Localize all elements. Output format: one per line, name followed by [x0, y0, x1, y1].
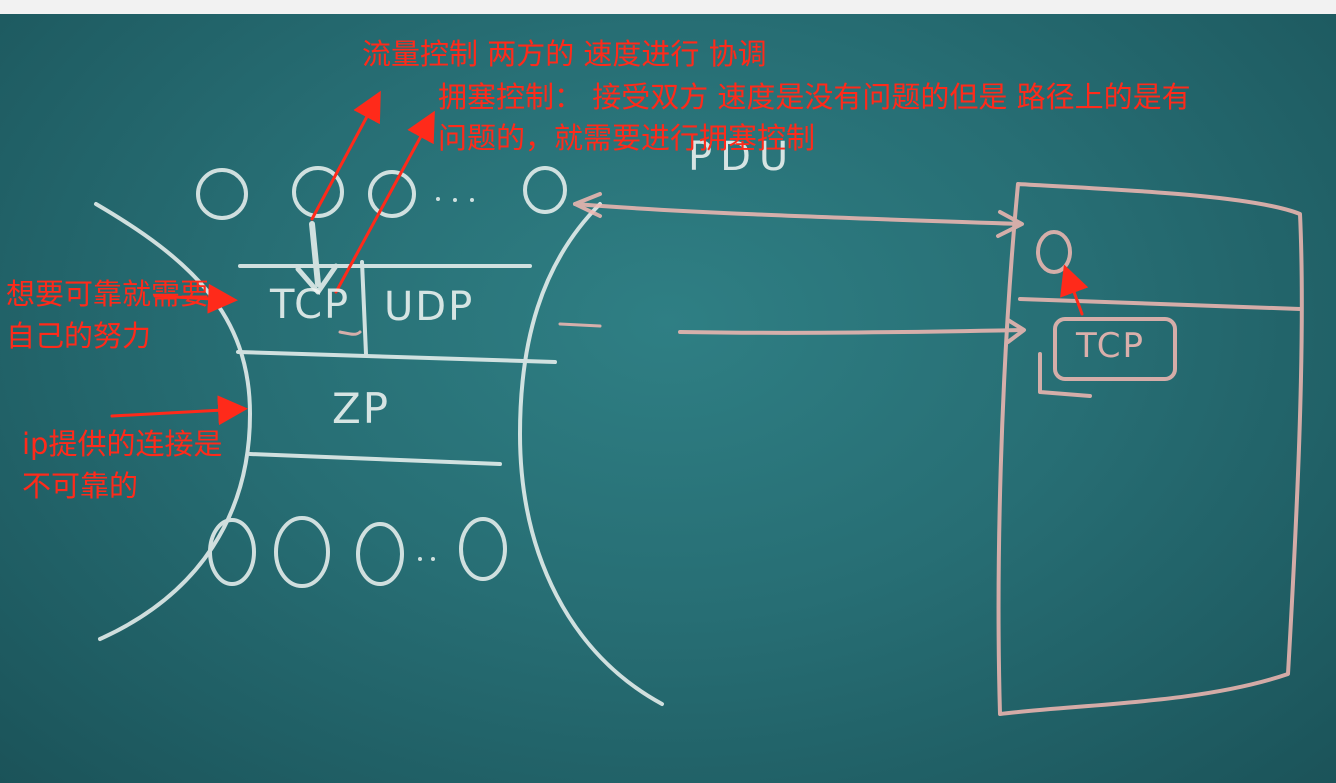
congestion-control-note-line1: 拥塞控制： 接受双方 速度是没有问题的但是 路径上的是有 [438, 80, 1191, 114]
reliable-note-line2: 自己的努力 [6, 319, 152, 353]
red-arrow-ip [110, 395, 248, 426]
left-curve [94, 202, 252, 641]
remote-layer-line [1018, 297, 1302, 311]
remote-circle [1036, 230, 1072, 274]
bottom-circle-1 [208, 518, 256, 586]
flow-control-note: 流量控制 两方的 速度进行 协调 [362, 37, 767, 71]
ip-label: ZP [332, 384, 391, 433]
ip-note-line1: ip提供的连接是 [22, 427, 223, 461]
bottom-circle-4 [459, 517, 507, 581]
peer-arrow-upper [573, 202, 1022, 226]
remote-tcp-box [1053, 317, 1177, 381]
remote-host-box [996, 182, 1304, 716]
top-circle-1 [196, 168, 248, 220]
stack-line-bottom [248, 452, 502, 466]
right-curve [518, 202, 664, 706]
congestion-control-note-line2: 问题的，就需要进行拥塞控制 [438, 121, 816, 155]
red-arrow-reliable [153, 283, 238, 314]
red-arrow-congestion [334, 110, 435, 294]
peer-arrow-lower [678, 328, 1024, 335]
white-arrow-down [309, 221, 321, 287]
remote-tcp-label: TCP [1076, 326, 1146, 366]
ip-note-line2: 不可靠的 [22, 469, 139, 503]
stack-line-mid [236, 350, 557, 364]
pdu-label: PDU [688, 134, 797, 180]
tcp-udp-divider [360, 260, 368, 356]
bottom-circle-3 [356, 522, 404, 586]
red-arrow-flow [310, 90, 381, 221]
top-circle-3 [368, 170, 416, 218]
bottom-circle-2 [274, 516, 330, 588]
top-circle-4 [523, 166, 567, 214]
tcp-label: TCP [270, 282, 351, 328]
udp-label: UDP [384, 284, 475, 330]
reliable-note-line1: 想要可靠就需要 [6, 277, 210, 311]
red-arrow-remote [1060, 264, 1089, 316]
chalkboard-photo: TCP UDP ZP PDU TCP [0, 14, 1336, 783]
top-circle-2 [292, 166, 344, 218]
chalk-drawing [94, 90, 1304, 716]
